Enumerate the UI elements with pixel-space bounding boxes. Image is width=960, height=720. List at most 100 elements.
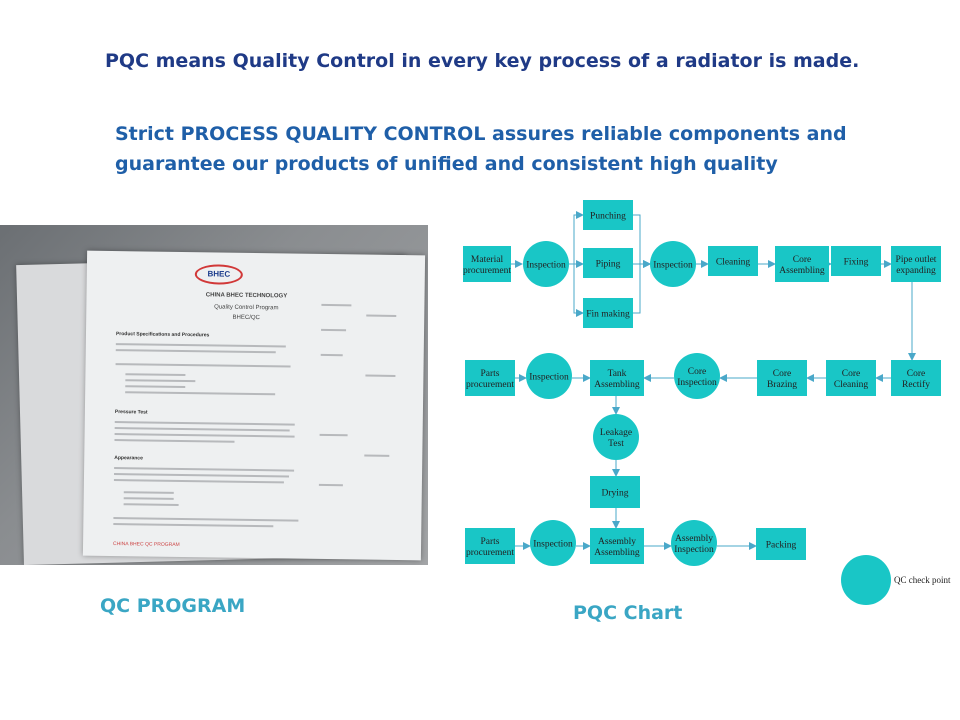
- flow-node-label: Cleaning: [716, 258, 751, 268]
- qc-checkpoint-circle: [530, 520, 576, 566]
- subheadline-line-2: guarantee our products of unified and co…: [115, 153, 778, 175]
- process-step-box: [590, 528, 644, 564]
- flow-node-label: Punching: [590, 212, 626, 222]
- pqc-chart-caption: PQC Chart: [573, 602, 683, 624]
- flow-node-label: Tank: [608, 369, 627, 379]
- flow-node-label: Core: [773, 369, 791, 379]
- flow-node-label: Drying: [602, 489, 629, 499]
- flow-node-label: Inspection: [677, 378, 717, 388]
- process-step-box: [756, 528, 806, 560]
- flow-node-label: procurement: [463, 266, 511, 276]
- flow-node-insp1: Inspection: [523, 241, 569, 287]
- page-headline: PQC means Quality Control in every key p…: [105, 50, 860, 72]
- flow-node-label: Assembling: [594, 380, 640, 390]
- qc-checkpoint-circle: [650, 241, 696, 287]
- flow-node-insp4: Inspection: [530, 520, 576, 566]
- flow-node-label: Core: [793, 255, 811, 265]
- flow-node-label: Inspection: [653, 261, 693, 271]
- flow-node-label: Piping: [596, 260, 621, 270]
- qc-program-photo: BHEC CHINA BHEC TECHNOLOGY Quality Contr…: [0, 225, 428, 565]
- flow-node-label: Inspection: [533, 540, 573, 550]
- flow-node-cleaning: Cleaning: [708, 246, 758, 276]
- process-step-box: [708, 246, 758, 276]
- qc-checkpoint-circle: [526, 353, 572, 399]
- flow-node-label: procurement: [466, 548, 514, 558]
- qc-checkpoint-circle: [593, 414, 639, 460]
- flow-node-label: Core: [688, 367, 706, 377]
- flow-node-label: Assembling: [779, 266, 825, 276]
- legend-qc-checkpoint-label: QC check point: [894, 575, 951, 585]
- process-step-box: [891, 246, 941, 282]
- flow-node-drying: Drying: [590, 476, 640, 508]
- legend-qc-checkpoint-swatch: [841, 555, 891, 605]
- flow-node-fixing: Fixing: [831, 246, 881, 276]
- process-step-box: [826, 360, 876, 396]
- flow-node-packing: Packing: [756, 528, 806, 560]
- flow-node-label: Assembly: [675, 534, 713, 544]
- flow-node-label: Parts: [481, 369, 500, 379]
- flow-node-label: Inspection: [674, 545, 714, 555]
- flow-node-label: Core: [842, 369, 860, 379]
- process-step-box: [583, 248, 633, 278]
- flow-node-label: Core: [907, 369, 925, 379]
- process-step-box: [590, 476, 640, 508]
- flow-node-label: Leakage: [600, 428, 632, 438]
- flow-node-insp3: Inspection: [526, 353, 572, 399]
- flow-node-label: Fixing: [844, 258, 869, 268]
- process-step-box: [831, 246, 881, 276]
- flow-node-piping: Piping: [583, 248, 633, 278]
- qc-checkpoint-circle: [671, 520, 717, 566]
- subheadline-line-1: Strict PROCESS QUALITY CONTROL assures r…: [115, 123, 847, 145]
- process-step-box: [757, 360, 807, 396]
- chart-legend: QC check point: [841, 555, 951, 605]
- flow-node-label: Inspection: [529, 373, 569, 383]
- flow-arrow-insp1-to-punching: [569, 211, 584, 265]
- flow-node-label: Parts: [481, 537, 500, 547]
- flow-arrow-insp1-to-finmaking: [569, 263, 584, 317]
- process-step-box: [891, 360, 941, 396]
- qc-program-caption: QC PROGRAM: [100, 595, 246, 617]
- process-step-box: [465, 528, 515, 564]
- flow-node-label: Rectify: [902, 379, 930, 390]
- flow-node-label: Material: [471, 255, 504, 265]
- flow-node-label: Brazing: [767, 380, 797, 390]
- qc-checkpoint-circle: [523, 241, 569, 287]
- flow-arrow-punching-to-insp2: [633, 214, 651, 268]
- flow-node-label: Packing: [766, 541, 797, 551]
- flow-node-label: Pipe outlet: [896, 255, 937, 265]
- flow-node-label: Assembling: [594, 548, 640, 558]
- flow-node-label: Fin making: [586, 310, 630, 320]
- flow-node-label: Assembly: [598, 537, 636, 547]
- flow-node-punching: Punching: [583, 200, 633, 230]
- process-step-box: [590, 360, 644, 396]
- page-subheadline: Strict PROCESS QUALITY CONTROL assures r…: [115, 119, 847, 179]
- flow-node-label: procurement: [466, 380, 514, 390]
- flow-node-label: Inspection: [526, 261, 566, 271]
- flow-node-insp2: Inspection: [650, 241, 696, 287]
- process-step-box: [465, 360, 515, 396]
- flow-node-finmaking: Fin making: [583, 298, 633, 328]
- process-step-box: [583, 200, 633, 230]
- process-step-box: [583, 298, 633, 328]
- flow-node-label: expanding: [896, 266, 936, 276]
- qc-checkpoint-circle: [674, 353, 720, 399]
- process-step-box: [775, 246, 829, 282]
- flow-node-label: Cleaning: [834, 380, 869, 390]
- flow-arrow-finmaking-to-insp2: [633, 260, 651, 314]
- flow-node-label: Test: [608, 439, 624, 449]
- process-step-box: [463, 246, 511, 282]
